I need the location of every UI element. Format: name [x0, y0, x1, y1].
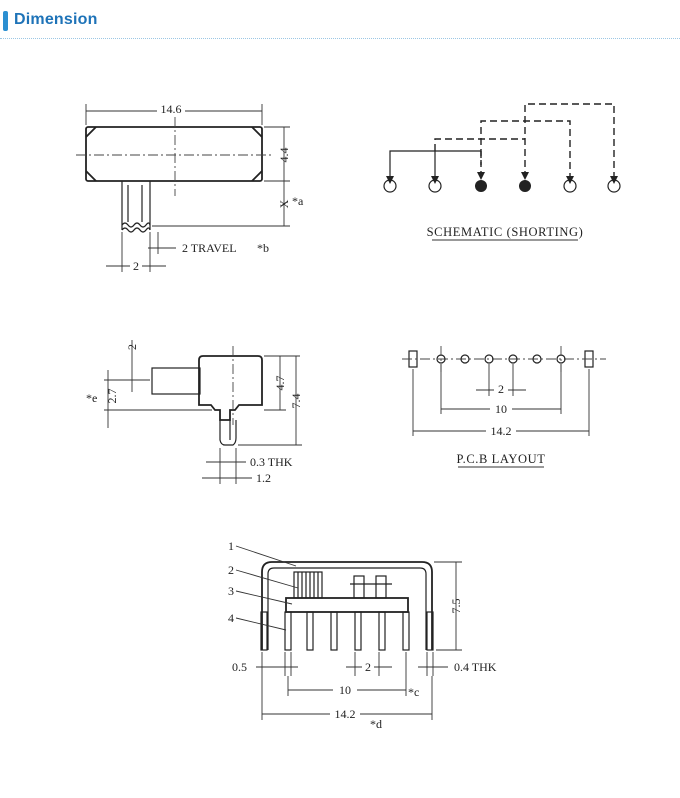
- front-view-pin: [306, 611, 314, 651]
- front-view-knob-ridges: [297, 572, 319, 598]
- top-view-actuator-break-2: [121, 222, 151, 228]
- header-accent-bar: [3, 11, 8, 31]
- side-view-pin: [219, 420, 237, 446]
- top-view: 14.6 4.4 X *a 2 2 TRAVEL *b: [76, 102, 304, 273]
- actuator-width-label: 2: [133, 259, 139, 273]
- schematic-arrow: [477, 172, 485, 180]
- schematic-contact-1: [383, 179, 397, 193]
- front-view-base: [285, 597, 409, 613]
- front-view-pin: [354, 611, 362, 651]
- stem-height-label: 2.7: [105, 389, 119, 404]
- front-pitch-label: 2: [365, 660, 371, 674]
- front-view-pin: [402, 611, 410, 651]
- height-label: 4.4: [277, 148, 291, 163]
- dim-label-bg: [333, 682, 357, 696]
- dim-label-bg: [494, 381, 508, 395]
- dim-label-bg: [157, 102, 185, 116]
- callout-4: 4: [228, 611, 234, 625]
- callout-3-leader: [235, 590, 293, 605]
- dim-label-bg: [486, 423, 516, 437]
- page-title: Dimension: [14, 11, 98, 28]
- schematic-dash-1: [434, 138, 525, 151]
- schematic-contact-4: [519, 180, 531, 192]
- pcb-inner-span-label: 10: [495, 402, 507, 416]
- body-height-label: 4.7: [273, 376, 287, 391]
- schematic-contact-6: [607, 179, 621, 193]
- front-view-pin: [426, 611, 434, 651]
- width-label: 14.6: [161, 102, 182, 116]
- page-header: Dimension: [0, 0, 680, 40]
- pcb-hole: [532, 354, 542, 364]
- header-divider: [0, 38, 680, 39]
- schematic-contact-5: [563, 179, 577, 193]
- schematic-caption: SCHEMATIC (SHORTING): [427, 225, 584, 239]
- front-view: 1 2 3 4 7.5 0.5 2 0.4 THK 10 *c: [228, 539, 497, 731]
- front-height-label: 7.5: [449, 599, 463, 614]
- front-view-housing-inner: [267, 567, 427, 650]
- b-note: *b: [257, 241, 269, 255]
- e-note: *e: [86, 391, 97, 405]
- side-view: 2 2.7 *e 4.7 7.4 0.3 THK 1.2: [86, 340, 303, 485]
- front-view-pin: [378, 611, 386, 651]
- front-view-contact: [353, 575, 365, 599]
- side-view-actuator: [151, 367, 201, 395]
- pcb-hole: [508, 354, 518, 364]
- dim-label-bg: [130, 258, 142, 272]
- pcb-layout: 2 10 14.2 P.C.B LAYOUT: [402, 346, 606, 468]
- front-view-housing: [261, 561, 433, 650]
- schematic-dash-3: [524, 103, 615, 178]
- pin-width-label: 0.5: [232, 660, 247, 674]
- callout-2: 2: [228, 563, 234, 577]
- top-view-actuator-break: [121, 227, 151, 233]
- front-view-pin: [284, 611, 292, 651]
- top-view-actuator: [121, 181, 151, 230]
- front-view-pin: [260, 611, 268, 651]
- top-dim-label: 2: [125, 344, 139, 350]
- schematic: SCHEMATIC (SHORTING): [383, 103, 621, 241]
- x-label: X: [277, 199, 291, 208]
- callout-2-leader: [235, 569, 299, 589]
- front-inner-span-label: 10: [339, 683, 351, 697]
- callout-3: 3: [228, 584, 234, 598]
- front-outer-span-label: 14.2: [335, 707, 356, 721]
- top-view-body: [85, 126, 263, 182]
- c-note: *c: [408, 685, 419, 699]
- pcb-hole: [484, 354, 494, 364]
- schematic-arrow: [521, 172, 529, 180]
- callout-1-leader: [235, 545, 297, 567]
- total-height-label: 7.4: [289, 394, 303, 409]
- pcb-pitch-label: 2: [498, 382, 504, 396]
- pcb-caption: P.C.B LAYOUT: [456, 452, 545, 466]
- d-note: *d: [370, 717, 382, 731]
- schematic-contact-3: [475, 180, 487, 192]
- travel-label: 2 TRAVEL: [182, 241, 237, 255]
- callout-1: 1: [228, 539, 234, 553]
- front-thk-label: 0.4 THK: [454, 660, 497, 674]
- schematic-common-line: [389, 150, 481, 178]
- thk-label: 0.3 THK: [250, 455, 293, 469]
- dim-label-bg: [330, 706, 360, 720]
- dim-label-bg: [362, 659, 374, 673]
- a-note: *a: [292, 194, 304, 208]
- dim-label-bg: [490, 401, 512, 415]
- pcb-outer-span-label: 14.2: [491, 424, 512, 438]
- callout-4-leader: [235, 617, 287, 631]
- pin-offset-label: 1.2: [256, 471, 271, 485]
- front-view-contact: [375, 575, 387, 599]
- schematic-contact-2: [428, 179, 442, 193]
- side-view-body: [198, 355, 263, 421]
- front-view-pin: [330, 611, 338, 651]
- pcb-hole: [460, 354, 470, 364]
- top-view-corners: [85, 126, 263, 182]
